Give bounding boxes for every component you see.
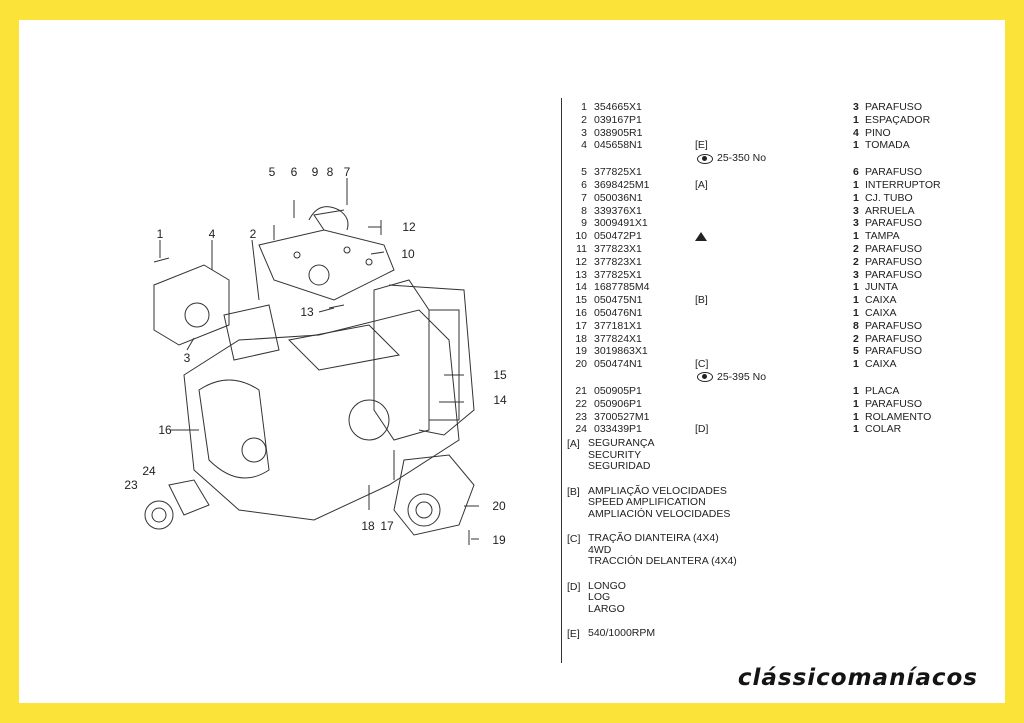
legend-item: [E] 540/1000RPM [567,627,656,640]
eye-icon [697,153,713,164]
legend-item: [D] LONGO LOG LARGO [567,579,626,615]
triangle-icon [695,230,707,245]
callout-5: 5 [269,165,276,179]
callout-14: 14 [493,393,507,407]
notes-legend: [A] SEGURANÇA SECURITY SEGURIDAD [B] AMP… [567,437,867,653]
legend-item: [C] TRAÇÃO DIANTEIRA (4X4) 4WD TRACCIÓN … [567,532,737,567]
callout-13: 13 [300,305,314,319]
callout-1: 1 [157,227,164,241]
callout-2: 2 [250,227,257,241]
callout-12: 12 [402,220,416,234]
callout-24: 24 [142,464,156,478]
callout-23: 23 [124,478,138,492]
callout-6: 6 [291,165,298,179]
callout-8: 8 [327,165,334,179]
legend-item: [A] SEGURANÇA SECURITY SEGURIDAD [567,437,655,472]
catalog-page: 1 2 3 4 5 6 7 8 9 10 12 13 14 15 16 17 1… [19,20,1005,703]
callout-20: 20 [492,499,506,513]
reference-row: 25-395 No [567,371,1007,385]
callout-15: 15 [493,368,507,382]
callout-16: 16 [158,423,172,437]
brand-logo: clássicomaníacos [737,665,978,691]
reference-row: 25-350 No [567,152,1007,166]
callout-17: 17 [380,519,394,533]
callout-9: 9 [312,165,319,179]
callout-10: 10 [401,247,415,261]
exploded-parts-diagram: 1 2 3 4 5 6 7 8 9 10 12 13 14 15 16 17 1… [124,165,507,547]
column-divider [561,98,562,663]
legend-item: [B] AMPLIAÇÃO VELOCIDADES SPEED AMPLIFIC… [567,484,731,520]
callout-7: 7 [344,165,351,179]
callout-18: 18 [361,519,375,533]
callout-3: 3 [184,351,191,365]
callout-4: 4 [209,227,216,241]
callout-19: 19 [492,533,506,547]
eye-icon [697,372,713,383]
